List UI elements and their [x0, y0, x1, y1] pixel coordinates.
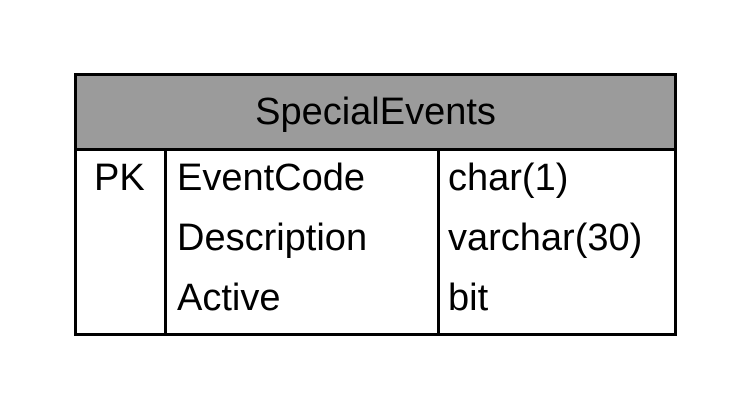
field-key-eventcode: PK — [94, 157, 145, 199]
field-name-active: Active — [177, 277, 281, 319]
field-name-description: Description — [177, 217, 368, 259]
key-column-divider — [164, 151, 167, 333]
field-type-active: bit — [448, 277, 489, 319]
entity-title: SpecialEvents — [255, 90, 496, 133]
type-column-divider — [437, 151, 440, 333]
field-type-description: varchar(30) — [448, 217, 643, 259]
entity-table: SpecialEvents PK EventCode char(1) Descr… — [74, 73, 677, 336]
entity-header: SpecialEvents — [77, 76, 674, 151]
field-type-eventcode: char(1) — [448, 157, 569, 199]
field-name-eventcode: EventCode — [177, 157, 366, 199]
